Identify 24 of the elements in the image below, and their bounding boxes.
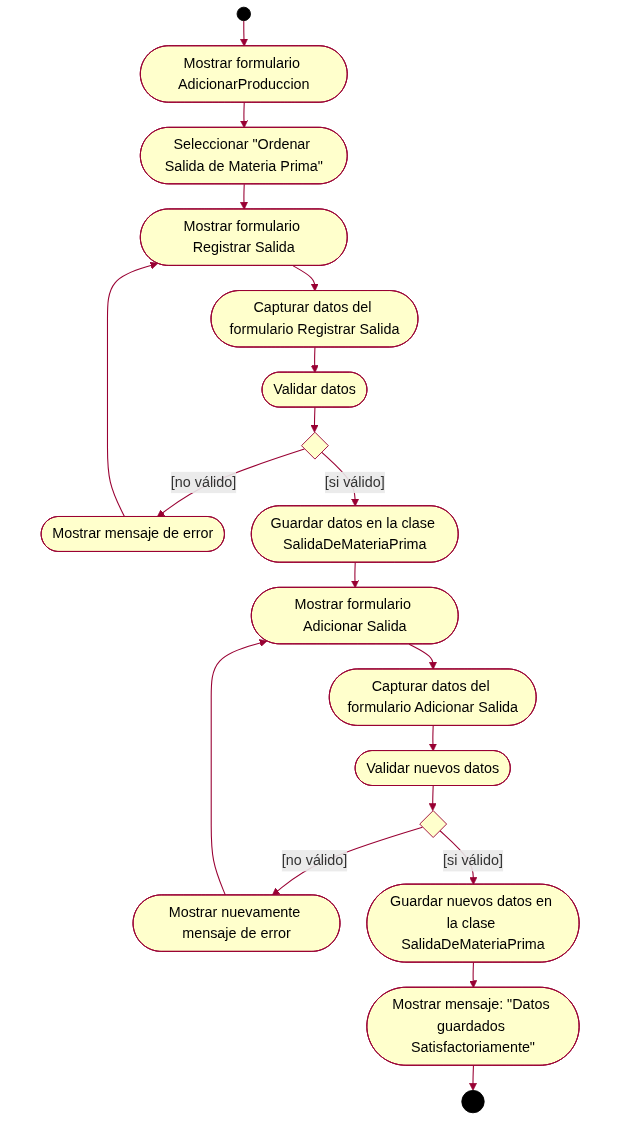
arrow [310,346,319,373]
node-circle [461,1089,485,1114]
node-circle [236,6,251,22]
node-diamond [419,810,447,838]
edge-label: [si válido] [324,474,385,490]
arrow [239,20,248,47]
arrow [310,407,319,433]
arrow [292,265,319,292]
arrow [239,102,248,129]
arrow [469,962,477,989]
arrow [210,639,268,896]
edge-label: [no válido] [170,474,237,490]
node-diamond [300,431,329,460]
arrow [350,562,359,589]
arrow [271,826,423,896]
arrow [468,1065,477,1091]
arrow [239,183,248,210]
arrow [106,261,158,518]
arrow [408,643,437,670]
arrow [428,725,437,752]
edge-label: [si válido] [442,852,503,868]
arrow [156,448,305,518]
edge-label: [no válido] [281,852,348,868]
arrow [428,785,437,811]
